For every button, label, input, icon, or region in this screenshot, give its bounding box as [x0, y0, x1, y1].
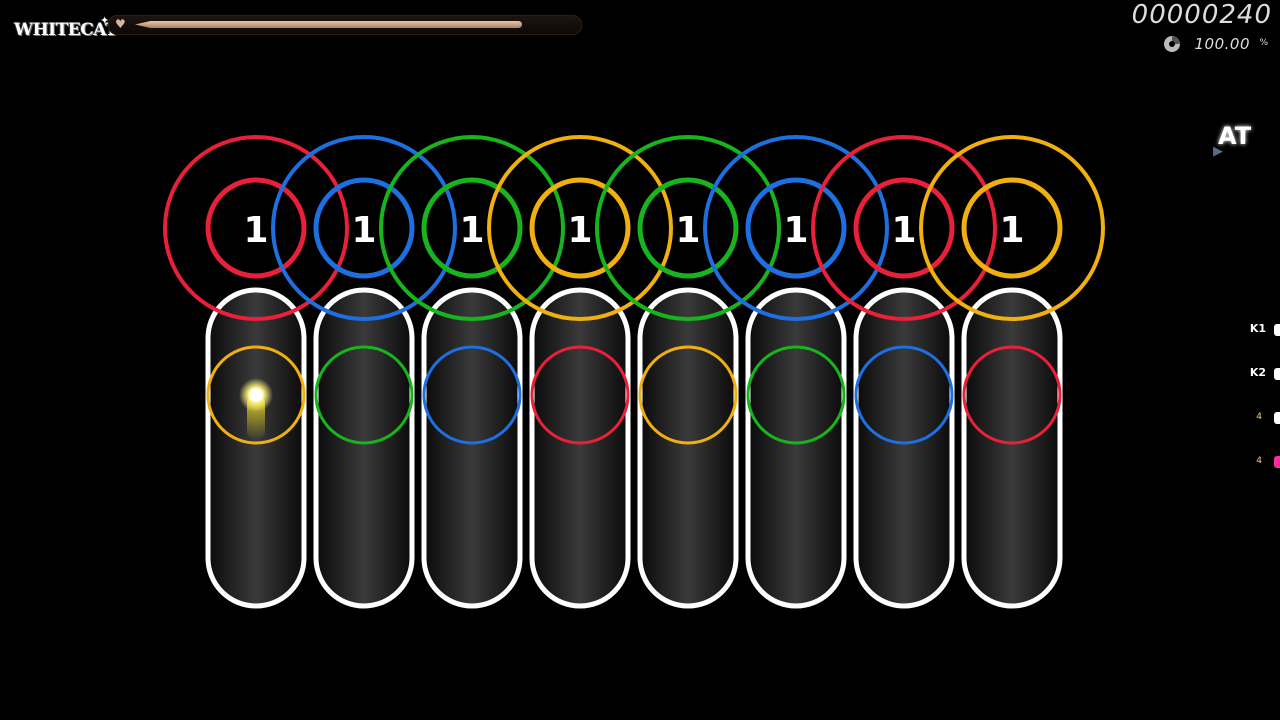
slider-body [637, 287, 739, 609]
slider-follow-circle [638, 345, 738, 445]
combo-number: 1 [783, 210, 808, 251]
combo-number: 1 [243, 210, 268, 251]
approach-circle [379, 135, 565, 321]
approach-circle [919, 135, 1105, 321]
slider-body [529, 287, 631, 609]
approach-circle [487, 135, 673, 321]
key-count: 4 [1256, 412, 1262, 422]
autoplay-indicator: AT [1218, 122, 1252, 150]
key-indicator [1274, 412, 1280, 424]
slider-follow-circle [854, 345, 954, 445]
slider-body [205, 287, 307, 609]
hit-circle-4[interactable]: 1 [487, 135, 673, 321]
slider-follow-circle [422, 345, 522, 445]
accuracy-display: 100.00 [1194, 35, 1250, 53]
slider-follow-circle [206, 345, 306, 445]
slider-body [313, 287, 415, 609]
slider-ball-core [249, 388, 263, 402]
hit-circle-1[interactable]: 1 [163, 135, 349, 321]
slider-3[interactable] [421, 287, 523, 609]
hit-circle-2[interactable]: 1 [271, 135, 457, 321]
slider-1[interactable] [205, 287, 307, 609]
slider-follow-circle [314, 345, 414, 445]
hit-circle-ring [529, 177, 631, 279]
hit-circle-6[interactable]: 1 [703, 135, 889, 321]
slider-follow-circle [530, 345, 630, 445]
slider-body [421, 287, 523, 609]
combo-number: 1 [351, 210, 376, 251]
approach-circle [811, 135, 997, 321]
hit-circle-7[interactable]: 1 [811, 135, 997, 321]
slider-4[interactable] [529, 287, 631, 609]
key-indicator [1274, 368, 1280, 380]
heart-icon: ♥ [115, 17, 126, 31]
hit-circle-ring [853, 177, 955, 279]
slider-6[interactable] [745, 287, 847, 609]
accuracy-unit: % [1259, 38, 1268, 48]
health-bar-fill [135, 21, 522, 28]
slider-body [961, 287, 1063, 609]
hit-circle-5[interactable]: 1 [595, 135, 781, 321]
play-triangle-icon: ▶ [1213, 144, 1223, 159]
key-count: 4 [1256, 456, 1262, 466]
approach-circle [703, 135, 889, 321]
approach-circle [163, 135, 349, 321]
sparkle-icon: ✦ [100, 14, 110, 27]
slider-7[interactable] [853, 287, 955, 609]
slider-2[interactable] [313, 287, 415, 609]
slider-follow-circle [962, 345, 1062, 445]
approach-circle [271, 135, 457, 321]
combo-number: 1 [999, 210, 1024, 251]
combo-number: 1 [891, 210, 916, 251]
skin-logo: WHITECAT ✦ [8, 14, 118, 50]
key-label: K2 [1249, 366, 1266, 379]
hit-circle-ring [313, 177, 415, 279]
accuracy-pie-icon [1164, 36, 1180, 52]
slider-follow-circle [746, 345, 846, 445]
hit-circle-ring [637, 177, 739, 279]
score-display: 00000240 [1131, 0, 1272, 30]
slider-5[interactable] [637, 287, 739, 609]
hit-circle-3[interactable]: 1 [379, 135, 565, 321]
slider-body [853, 287, 955, 609]
logo-text: WHITECAT [14, 20, 118, 40]
combo-number: 1 [567, 210, 592, 251]
hit-circle-8[interactable]: 1 [919, 135, 1105, 321]
health-bar: ♥ [108, 15, 582, 35]
hit-circle-ring [961, 177, 1063, 279]
slider-body [745, 287, 847, 609]
slider-8[interactable] [961, 287, 1063, 609]
combo-number: 1 [675, 210, 700, 251]
key-label: K1 [1249, 322, 1266, 335]
hit-circle-ring [205, 177, 307, 279]
combo-number: 1 [459, 210, 484, 251]
key-indicator [1274, 324, 1280, 336]
approach-circle [595, 135, 781, 321]
hit-circle-ring [745, 177, 847, 279]
key-indicator [1274, 456, 1280, 468]
hit-circle-ring [421, 177, 523, 279]
